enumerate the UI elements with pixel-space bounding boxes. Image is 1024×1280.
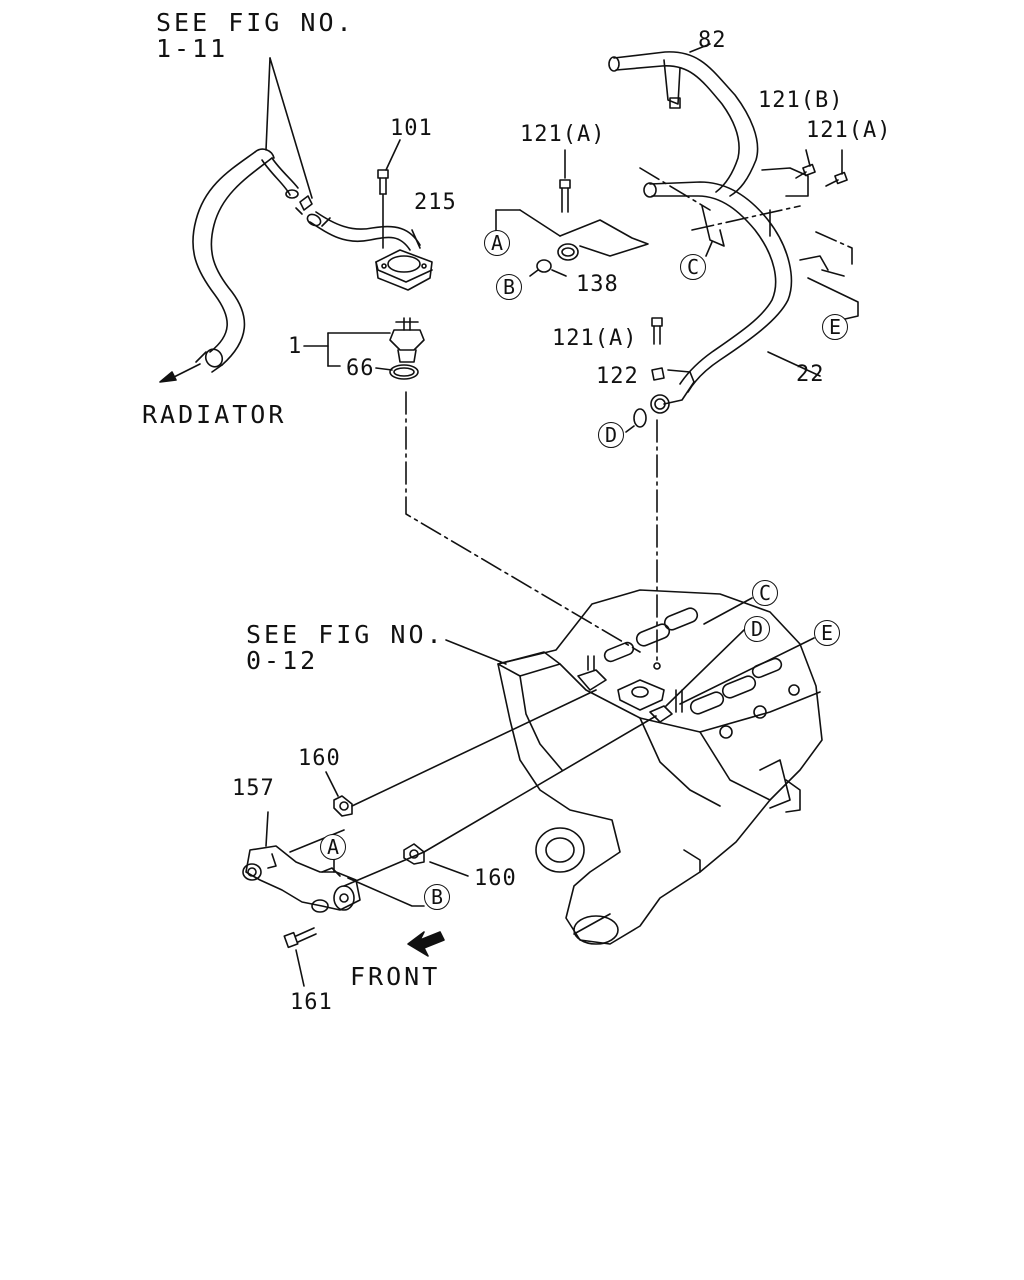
part-number-66: 66: [346, 356, 375, 381]
thermostat: [390, 318, 424, 362]
see-fig-engine-label: SEE FIG NO.: [246, 620, 445, 649]
intake-gasket-upper: [603, 606, 700, 663]
part-number-121a-mid: 121(A): [552, 326, 638, 351]
line-thermostat-lower: [344, 852, 424, 886]
assembly-line-upper-1: [692, 206, 800, 230]
ref-letter-a-lower: A: [320, 834, 346, 860]
assembly-line-upper-3: [640, 168, 710, 210]
part-number-160-upper: 160: [298, 746, 341, 771]
thermostat-hose: [305, 195, 420, 250]
water-pipe-82: [609, 44, 808, 196]
bolt-161: [284, 928, 316, 986]
see-fig-top-ref: 1-11: [156, 34, 229, 63]
pipe-bracket-a: [496, 210, 648, 260]
front-label: FRONT: [350, 962, 441, 991]
leader-see-fig-engine: [446, 640, 506, 664]
part-number-1: 1: [288, 334, 303, 359]
water-outlet-157: [243, 812, 424, 912]
assembly-line-thermostat: [406, 392, 640, 652]
see-fig-top-leaders: [266, 58, 312, 198]
bolt-121a-mid: [652, 318, 664, 380]
engine-block: [498, 590, 822, 944]
part-number-121a-left: 121(A): [520, 122, 606, 147]
part-number-82: 82: [698, 28, 727, 53]
part-number-101: 101: [390, 116, 433, 141]
part-number-157: 157: [232, 776, 275, 801]
ref-letter-d-engine: D: [744, 616, 770, 642]
radiator-label: RADIATOR: [142, 400, 287, 429]
hose-clamp-upper: [296, 196, 312, 214]
part-number-161: 161: [290, 990, 333, 1015]
ref-letter-e-top: E: [822, 314, 848, 340]
bolt-121a-right: [826, 150, 847, 186]
part-number-121a-right: 121(A): [806, 118, 892, 143]
line-160-lower: [424, 716, 656, 852]
part-number-138: 138: [576, 272, 619, 297]
bolt-121a-left: [560, 150, 570, 212]
gasket-122: [626, 409, 646, 432]
bolt-101: [378, 140, 400, 194]
part-number-160-lower: 160: [474, 866, 517, 891]
pipe-bracket-c: [702, 206, 844, 276]
part-number-215: 215: [414, 190, 457, 215]
intake-gasket-lower: [689, 657, 784, 716]
gasket-66: [390, 365, 418, 379]
gasket-160-lower: [404, 844, 468, 876]
gasket-138: [530, 260, 566, 276]
radiator-hose: [160, 149, 298, 382]
front-arrow: [408, 932, 444, 956]
assembly-line-upper-2: [816, 232, 852, 264]
part-number-22: 22: [796, 362, 825, 387]
connector-c: [704, 598, 752, 624]
line-157-upper: [290, 830, 344, 852]
ref-letter-e-engine: E: [814, 620, 840, 646]
gasket-160-upper: [326, 772, 352, 816]
thermostat-housing: [376, 230, 432, 290]
bracket-1-66: [304, 333, 392, 370]
engine-thermostat-seat: [578, 656, 682, 722]
ref-letter-c-engine: C: [752, 580, 778, 606]
connector-d: [666, 630, 744, 706]
line-160-upper: [352, 690, 596, 806]
connector-e: [680, 638, 814, 704]
ref-letter-b-lower: B: [424, 884, 450, 910]
ref-letter-b-top: B: [496, 274, 522, 300]
ref-letter-d-top: D: [598, 422, 624, 448]
see-fig-engine-ref: 0-12: [246, 646, 319, 675]
bolt-121b: [796, 150, 815, 178]
see-fig-top-label: SEE FIG NO.: [156, 8, 355, 37]
ref-letter-a-top: A: [484, 230, 510, 256]
ref-letter-c-top: C: [680, 254, 706, 280]
part-number-122: 122: [596, 364, 639, 389]
water-pipe-22: [644, 182, 820, 413]
part-number-121b: 121(B): [758, 88, 844, 113]
